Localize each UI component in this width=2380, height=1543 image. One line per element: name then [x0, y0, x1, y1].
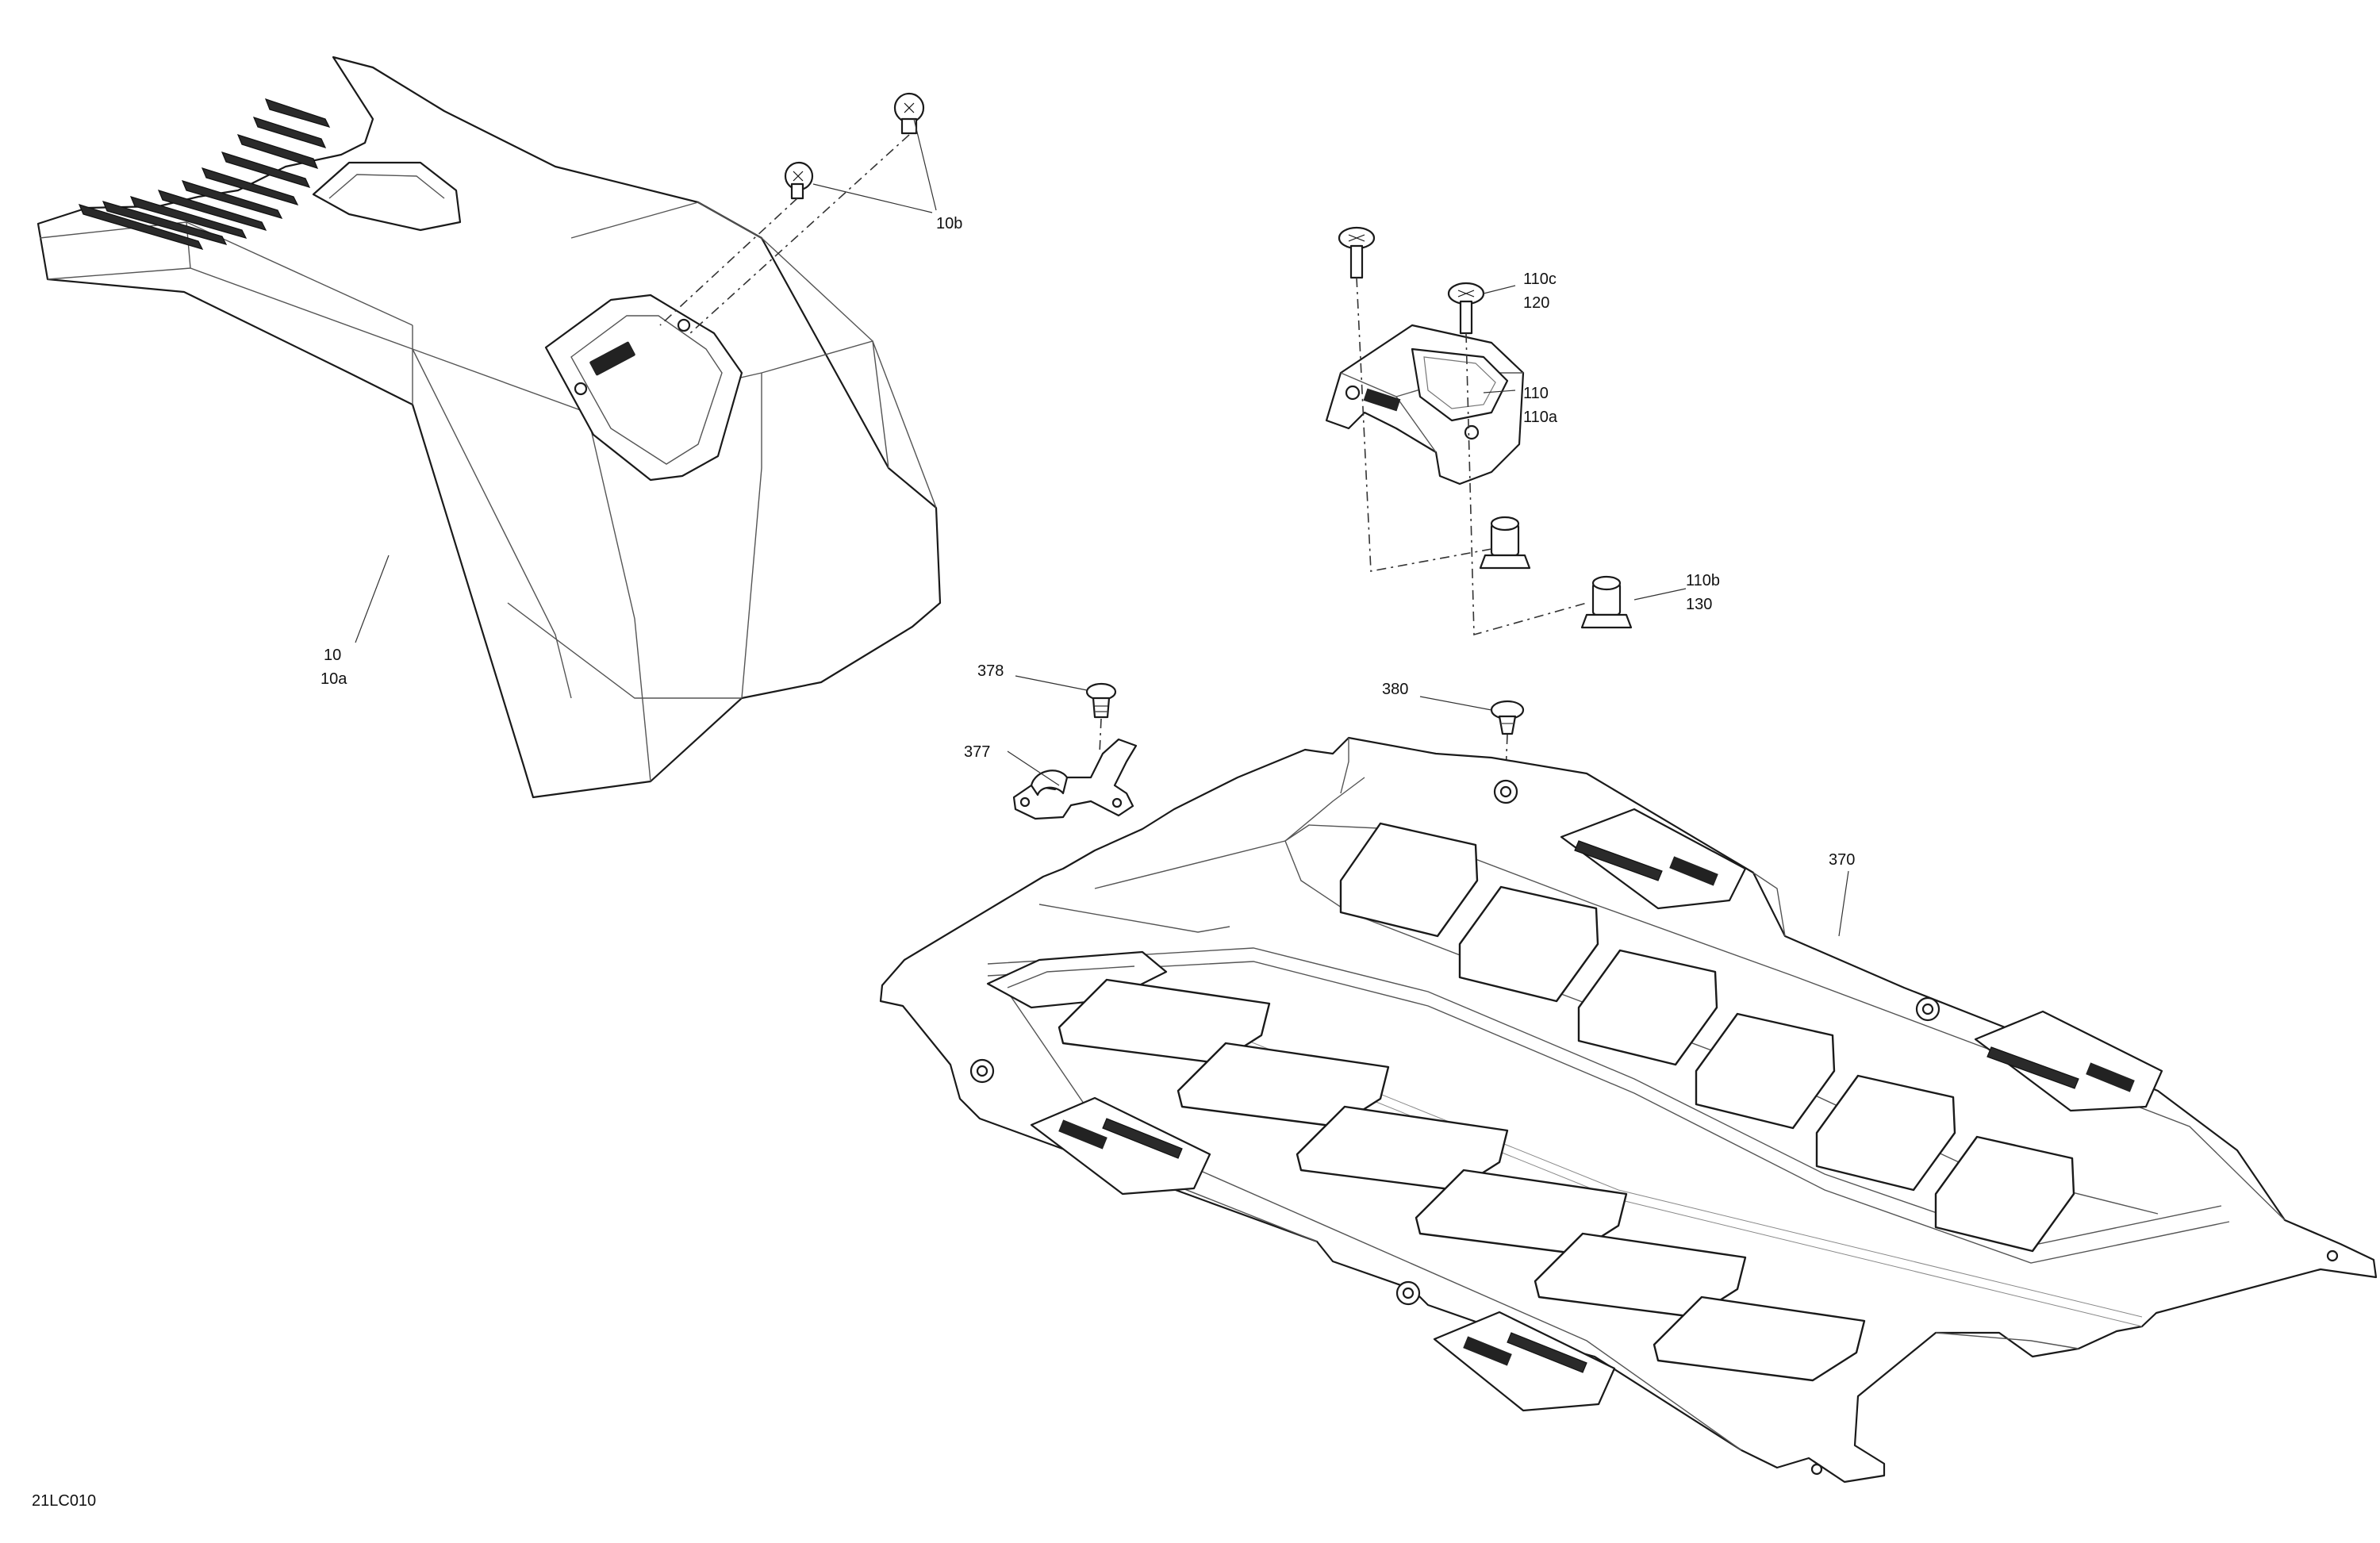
pads-lower-row [1058, 978, 1866, 1382]
leader-110b [1633, 588, 1687, 601]
fastener-path-110-left [1356, 277, 1492, 572]
leader-10b-a [913, 118, 937, 211]
screw-10b-upper [893, 92, 925, 135]
fastener-path-378 [1099, 718, 1102, 754]
figure-id: 21LC010 [32, 1492, 96, 1510]
lynx-logo-badge [589, 341, 635, 376]
callout-380: 380 [1382, 681, 1408, 698]
leader-110 [1483, 390, 1516, 393]
clamp-377 [1012, 738, 1138, 820]
fastener-path-10b-upper [689, 134, 910, 334]
callout-377: 377 [964, 743, 990, 761]
pads-upper-row [1339, 822, 2075, 1253]
callout-110: 110 [1523, 385, 1549, 402]
fastener-path-380 [1505, 734, 1508, 774]
leader-10 [355, 555, 390, 643]
callout-10a: 10a [321, 670, 347, 688]
lynx-vent-plate-2 [1974, 1010, 2163, 1112]
callout-10: 10 [324, 647, 341, 664]
callout-10b: 10b [936, 215, 962, 232]
nut-110b-left [1479, 516, 1531, 570]
callout-370: 370 [1829, 851, 1855, 869]
callout-110c: 110c [1523, 271, 1557, 288]
leader-110c [1483, 285, 1516, 294]
lynx-vent-plate-4 [1433, 1311, 1616, 1412]
grille-fins [78, 98, 331, 250]
callout-110b: 110b [1686, 572, 1720, 589]
screw-10b-lower [784, 161, 814, 200]
leader-10b-b [812, 183, 933, 213]
leader-370 [1838, 870, 1849, 937]
fastener-path-10b-lower [659, 198, 798, 326]
handle-block-110 [1325, 324, 1525, 486]
callout-labels: 10b 10 10a 110c 120 110 110a 110b 130 37… [32, 215, 1855, 1510]
callout-378: 378 [977, 662, 1004, 680]
fastener-path-110-right [1465, 332, 1587, 636]
lynx-vent-plate-3 [1030, 1096, 1211, 1196]
floor-plate-370 [879, 736, 2378, 1484]
screw-110c-left [1338, 226, 1376, 279]
nut-110b-right [1580, 575, 1633, 629]
body-panel-part-10 [36, 56, 942, 799]
clip-378 [1085, 682, 1117, 719]
callout-130: 130 [1686, 596, 1712, 613]
callout-120: 120 [1523, 294, 1549, 312]
leader-377 [1007, 750, 1060, 786]
lynx-vent-plate-1 [1560, 808, 1747, 910]
callout-110a: 110a [1523, 409, 1558, 426]
leader-378 [1015, 675, 1088, 691]
rivet-380 [1490, 700, 1525, 735]
screw-110c-right [1447, 282, 1485, 335]
leader-380 [1419, 696, 1492, 711]
